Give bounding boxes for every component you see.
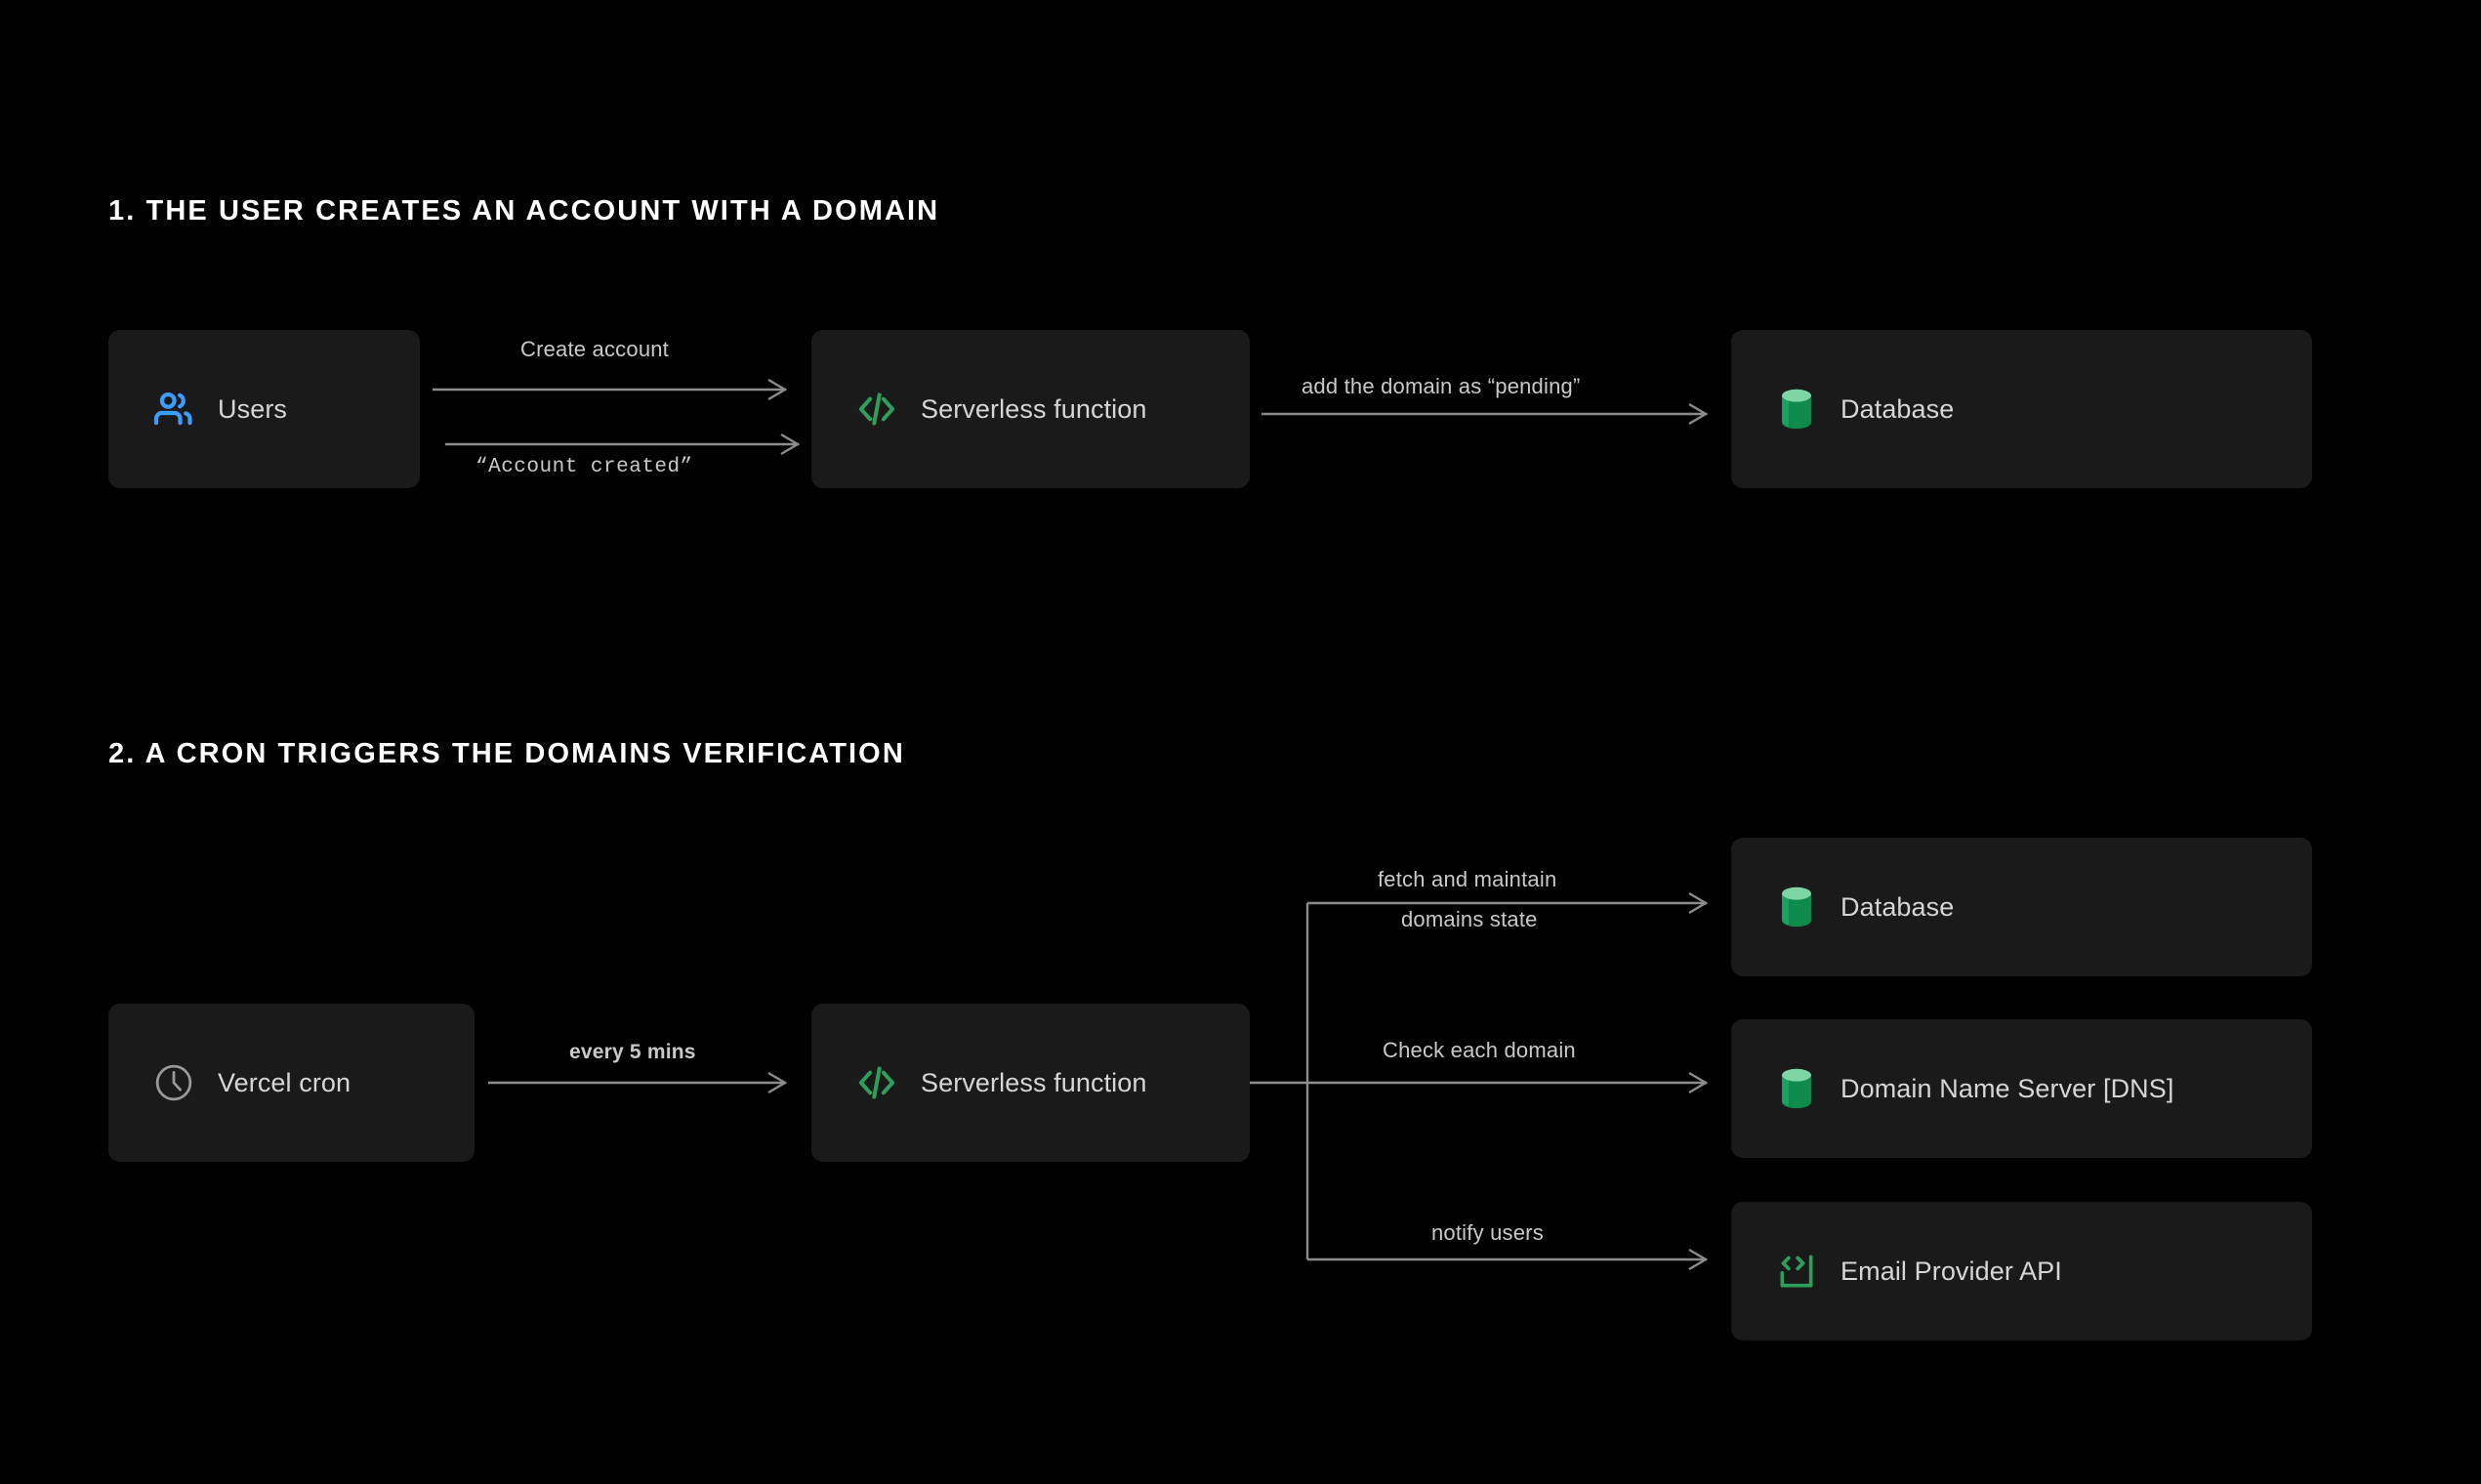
database-cylinder-icon — [1774, 885, 1819, 929]
node-label: Email Provider API — [1840, 1256, 2062, 1286]
api-bracket-icon — [1774, 1249, 1819, 1294]
edge-label-check-each-domain: Check each domain — [1383, 1038, 1576, 1062]
code-brackets-icon — [854, 1060, 899, 1105]
node-database-2[interactable]: Database — [1731, 838, 2312, 976]
clock-icon — [151, 1060, 196, 1105]
node-label: Database — [1840, 393, 1955, 424]
edge-label-add-pending: add the domain as “pending” — [1302, 374, 1581, 398]
node-label: Serverless function — [921, 393, 1147, 424]
edge-label-create-account: Create account — [520, 337, 669, 361]
section-heading-2: 2. A CRON TRIGGERS THE DOMAINS VERIFICAT… — [108, 738, 905, 769]
database-cylinder-icon — [1774, 387, 1819, 432]
node-label: Users — [218, 393, 288, 424]
node-label: Serverless function — [921, 1067, 1147, 1097]
edge-label-every-5-mins: every 5 mins — [569, 1041, 696, 1063]
node-domain-name-server[interactable]: Domain Name Server [DNS] — [1731, 1019, 2312, 1158]
edge-label-account-created: “Account created” — [476, 456, 693, 478]
edge-label-fetch-and-maintain: fetch and maintain — [1378, 867, 1557, 891]
database-cylinder-icon — [1774, 1066, 1819, 1111]
node-label: Vercel cron — [218, 1067, 351, 1097]
edge-label-domains-state: domains state — [1401, 907, 1538, 931]
section-heading-1: 1. THE USER CREATES AN ACCOUNT WITH A DO… — [108, 195, 940, 227]
users-icon — [151, 387, 196, 432]
node-vercel-cron[interactable]: Vercel cron — [108, 1004, 475, 1162]
node-serverless-function-2[interactable]: Serverless function — [811, 1004, 1250, 1162]
code-brackets-icon — [854, 387, 899, 432]
node-database-1[interactable]: Database — [1731, 330, 2312, 488]
node-label: Domain Name Server [DNS] — [1840, 1073, 2174, 1103]
node-label: Database — [1840, 891, 1955, 922]
node-serverless-function-1[interactable]: Serverless function — [811, 330, 1250, 488]
node-email-provider-api[interactable]: Email Provider API — [1731, 1202, 2312, 1340]
node-users[interactable]: Users — [108, 330, 420, 488]
edge-label-notify-users: notify users — [1431, 1220, 1544, 1245]
